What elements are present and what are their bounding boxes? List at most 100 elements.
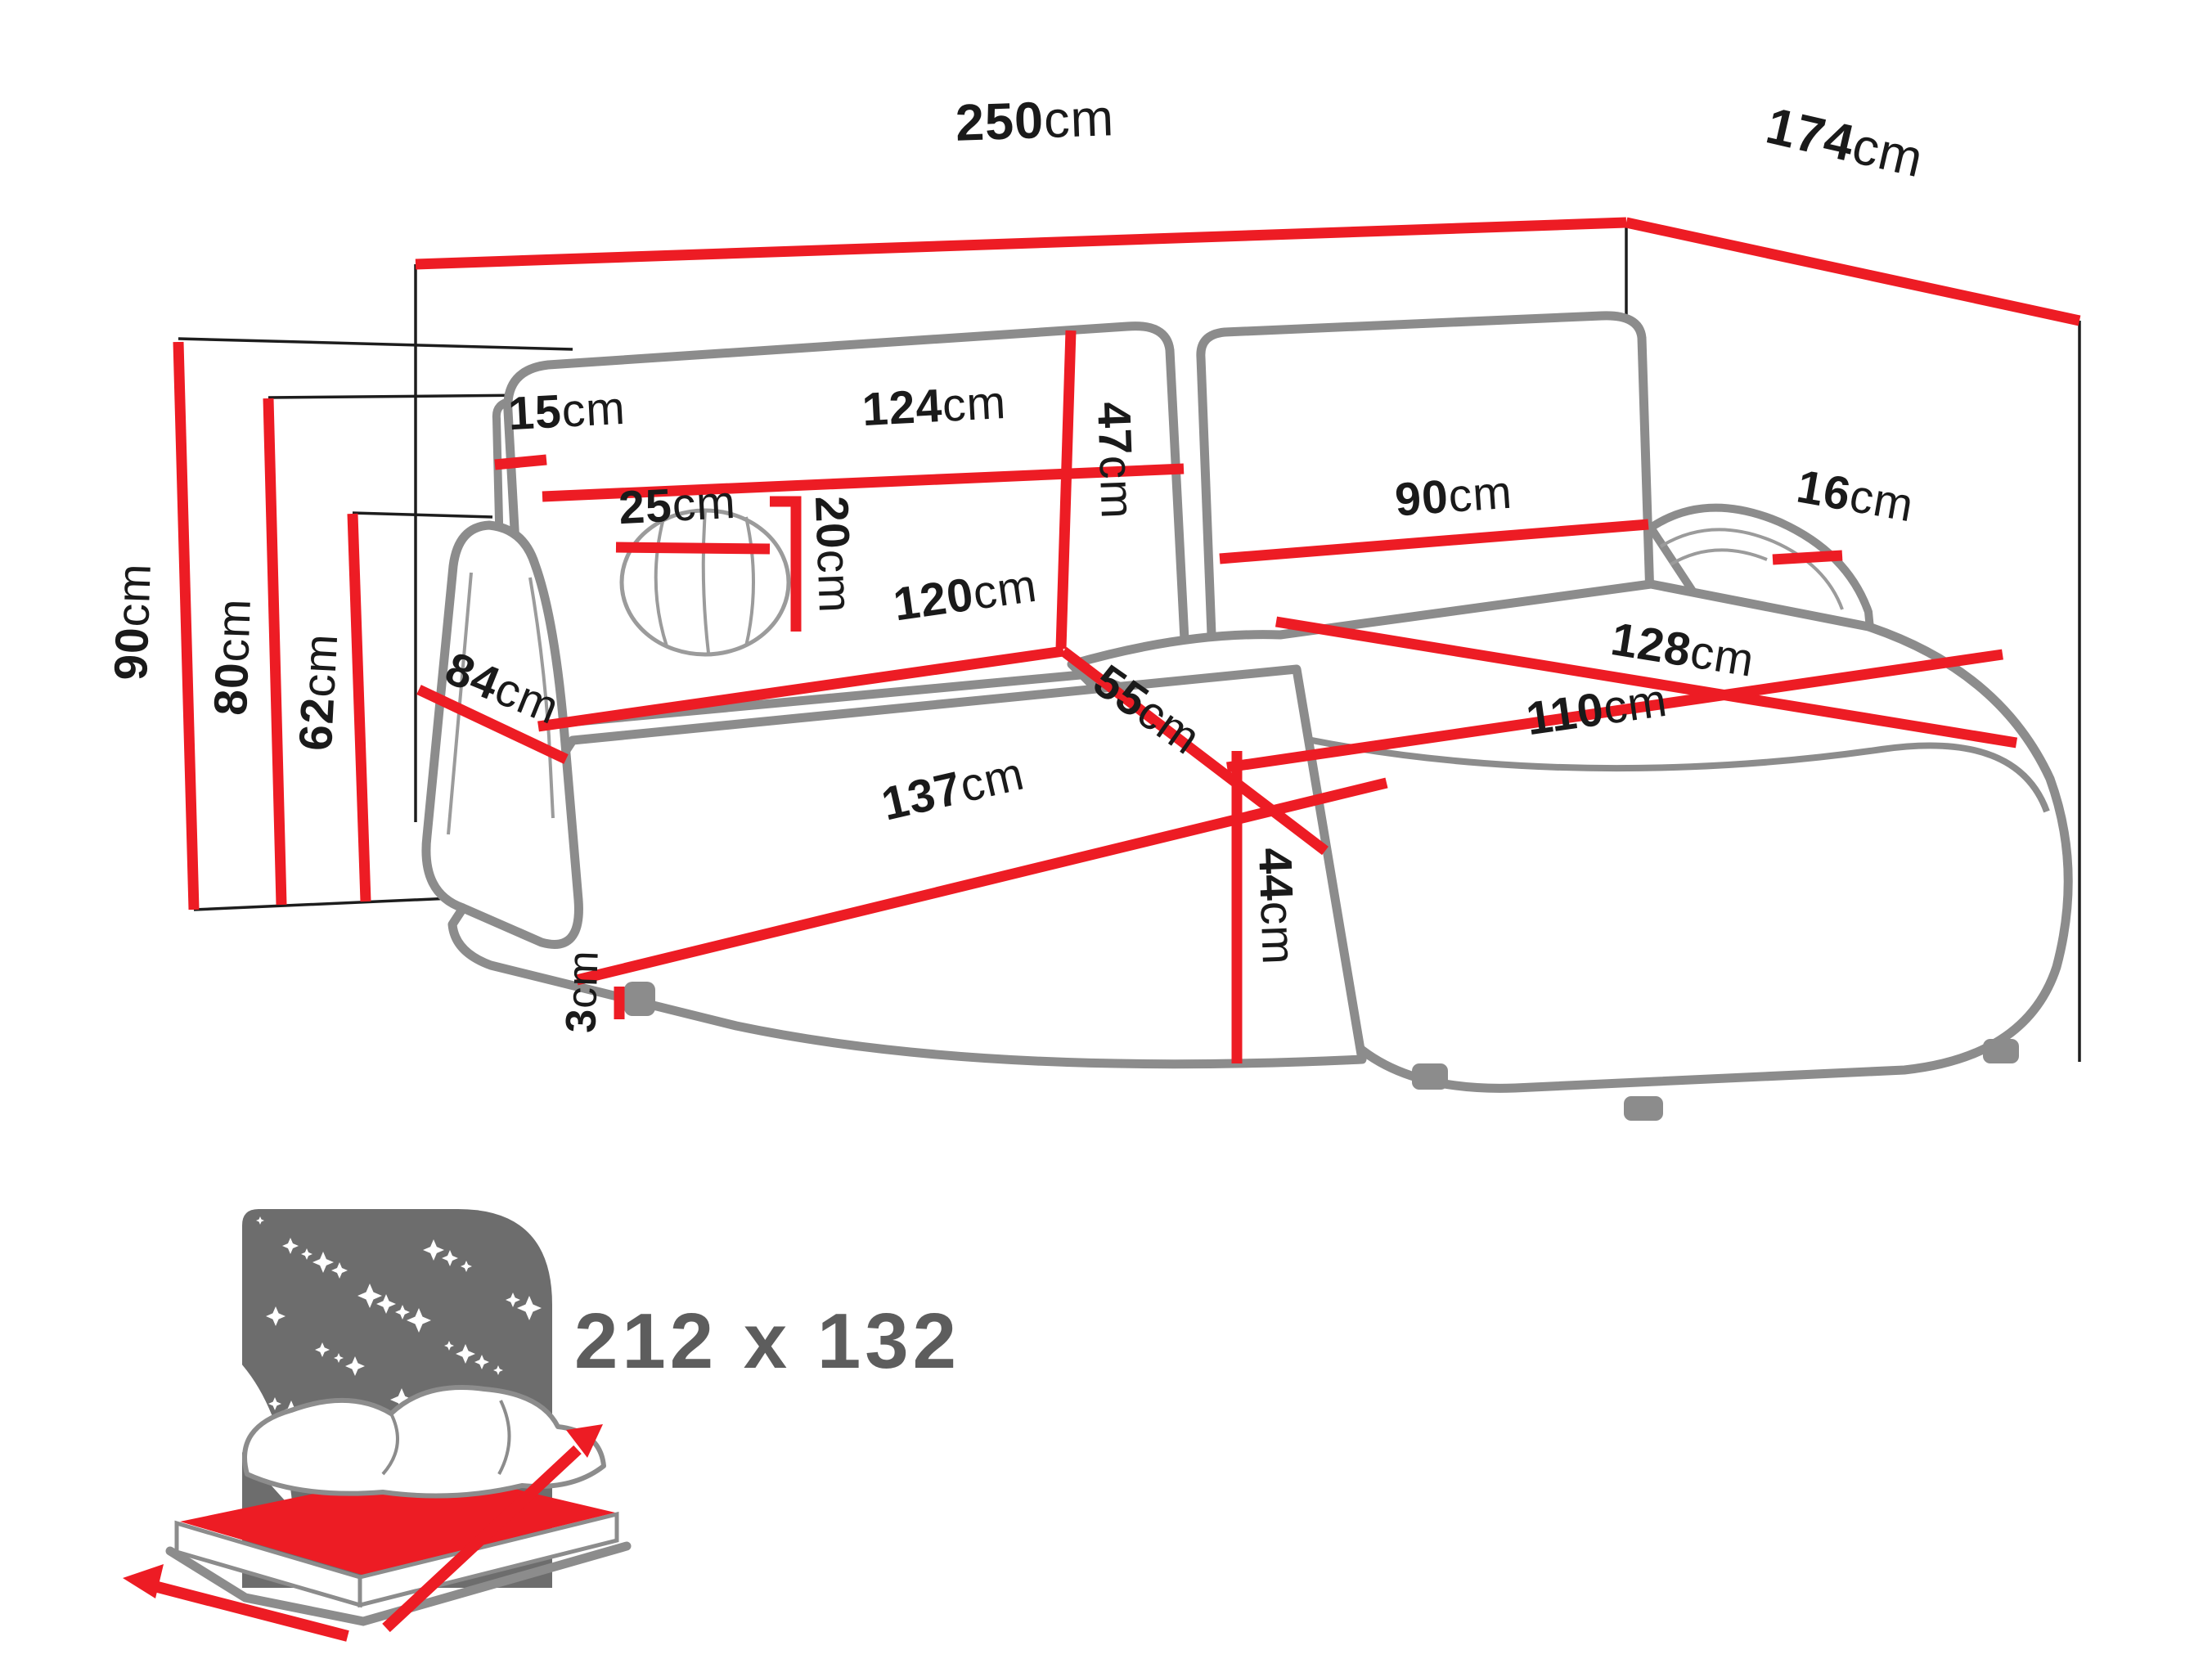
star-icon (395, 1305, 410, 1320)
star-icon (506, 1293, 520, 1307)
dim-pillow-height-unit: cm (807, 548, 861, 614)
dim-pillow-width-value: 25 (617, 479, 674, 535)
dim-back-height-unit: cm (206, 597, 261, 663)
star-icon (493, 1365, 503, 1375)
mattress-side-right (357, 1511, 619, 1608)
star-icon (268, 1397, 281, 1410)
star-icon (517, 1296, 542, 1320)
dim-armrest-top-width-value: 16 (1792, 460, 1855, 521)
star-icon (266, 1306, 285, 1326)
dim-line-80 (263, 398, 287, 906)
dim-backrest-width: 124cm (861, 376, 1007, 437)
dim-pillow-height: 20cm (805, 495, 861, 614)
dim-total-height: 90cm (105, 562, 161, 681)
dim-armrest-top-width-unit: cm (1846, 469, 1918, 533)
dim-line-120 (537, 645, 1064, 732)
dim-seat-width-value: 120 (890, 568, 978, 632)
dim-total-height-value: 90 (105, 626, 160, 681)
dim-headrest-width: 15cm (507, 381, 627, 440)
dim-line-62 (347, 513, 371, 902)
dim-total-height-unit: cm (106, 562, 161, 628)
dim-line-124 (542, 463, 1185, 502)
dim-line-110 (1226, 649, 2003, 773)
star-icon (331, 1262, 348, 1279)
dim-total-width-value: 250 (954, 92, 1045, 152)
dim-line-137 (575, 777, 1388, 986)
bed-arrow-width-line (150, 1580, 349, 1642)
round-pillow-seam-1 (654, 515, 668, 647)
dim-chaise-width-unit: cm (1599, 673, 1671, 735)
dim-line-128 (1275, 616, 2018, 749)
star-icon (423, 1239, 444, 1261)
sofa-leg-front-mid (1412, 1063, 1448, 1090)
dim-right-backrest-width: 90cm (1393, 466, 1514, 527)
star-icon (376, 1294, 396, 1314)
dim-backrest-width-unit: cm (941, 375, 1008, 432)
star-icon (282, 1238, 299, 1254)
sofa-leg-chaise-front (1624, 1096, 1663, 1121)
dim-line-47 (1055, 330, 1077, 650)
bed-base (165, 1541, 632, 1626)
extension-line-height-90 (178, 337, 573, 351)
bed-arrow-length-head-icon (566, 1424, 603, 1458)
star-icon (474, 1355, 489, 1369)
dim-seat-height-unit: cm (1250, 900, 1305, 966)
dim-seat-height: 44cm (1248, 847, 1305, 966)
seat-section (447, 664, 1367, 1069)
sofa-leg-front-left (624, 982, 655, 1016)
dim-leg-height: 3cm (557, 949, 608, 1034)
dimension-lines (173, 217, 2081, 1063)
dim-line-90-right (1219, 519, 1649, 564)
dim-line-20 (770, 496, 802, 632)
extension-line-height-80 (268, 393, 537, 399)
bed-arrow-width-head-icon (123, 1564, 164, 1598)
dim-backrest-width-value: 124 (861, 380, 944, 437)
star-icon (461, 1261, 472, 1272)
sleeping-icon (123, 1209, 632, 1642)
dim-line-15 (494, 454, 547, 470)
dim-seat-width-unit: cm (969, 559, 1041, 620)
sofa-leg-chaise-right (1983, 1039, 2019, 1063)
dim-right-backrest-width-value: 90 (1393, 470, 1450, 527)
dim-right-backrest-width-unit: cm (1446, 465, 1514, 523)
dim-back-height-value: 80 (205, 661, 259, 717)
star-icon (334, 1353, 344, 1363)
round-pillow-seam-2 (701, 510, 710, 654)
extension-line-floor (193, 897, 452, 911)
dim-pillow-height-value: 20 (805, 495, 860, 551)
star-icon (390, 1388, 413, 1411)
dim-line-90-left (173, 341, 200, 910)
dim-line-250 (415, 217, 1627, 270)
star-icon (312, 1252, 334, 1273)
duvet-fold-1 (381, 1413, 399, 1476)
extension-lines (178, 223, 2081, 1062)
dim-armrest-height-value: 62 (289, 695, 345, 753)
dim-chaise-length-unit: cm (1687, 625, 1759, 687)
dim-line-16 (1772, 550, 1843, 565)
mattress-top-red (180, 1469, 615, 1575)
bed-arrow-length-line (382, 1445, 582, 1633)
star-icon (301, 1248, 312, 1260)
dim-backrest-height-unit: cm (1089, 454, 1144, 520)
star-icon (407, 1308, 431, 1333)
dim-armrest-height-unit: cm (292, 632, 348, 699)
star-icon (345, 1356, 365, 1376)
dim-line-174 (1625, 217, 2081, 326)
duvet-fold-2 (497, 1400, 511, 1475)
star-icon (256, 1216, 264, 1225)
extension-line-height-62 (352, 511, 493, 519)
dim-headrest-width-unit: cm (560, 381, 627, 438)
dim-backrest-height-value: 47 (1087, 401, 1142, 456)
bed-dimension-arrows (123, 1424, 603, 1642)
dim-leg-height-unit: cm (558, 949, 608, 1009)
dim-chaise-width-value: 110 (1522, 682, 1607, 746)
duvet-pillows-icon (242, 1385, 606, 1499)
dim-line-55 (1060, 646, 1329, 856)
dim-back-height: 80cm (205, 597, 261, 717)
dim-line-84 (416, 685, 569, 764)
dim-backrest-height: 47cm (1087, 401, 1144, 520)
dim-leg-height-value: 3 (557, 1007, 606, 1034)
star-icon (442, 1250, 458, 1266)
